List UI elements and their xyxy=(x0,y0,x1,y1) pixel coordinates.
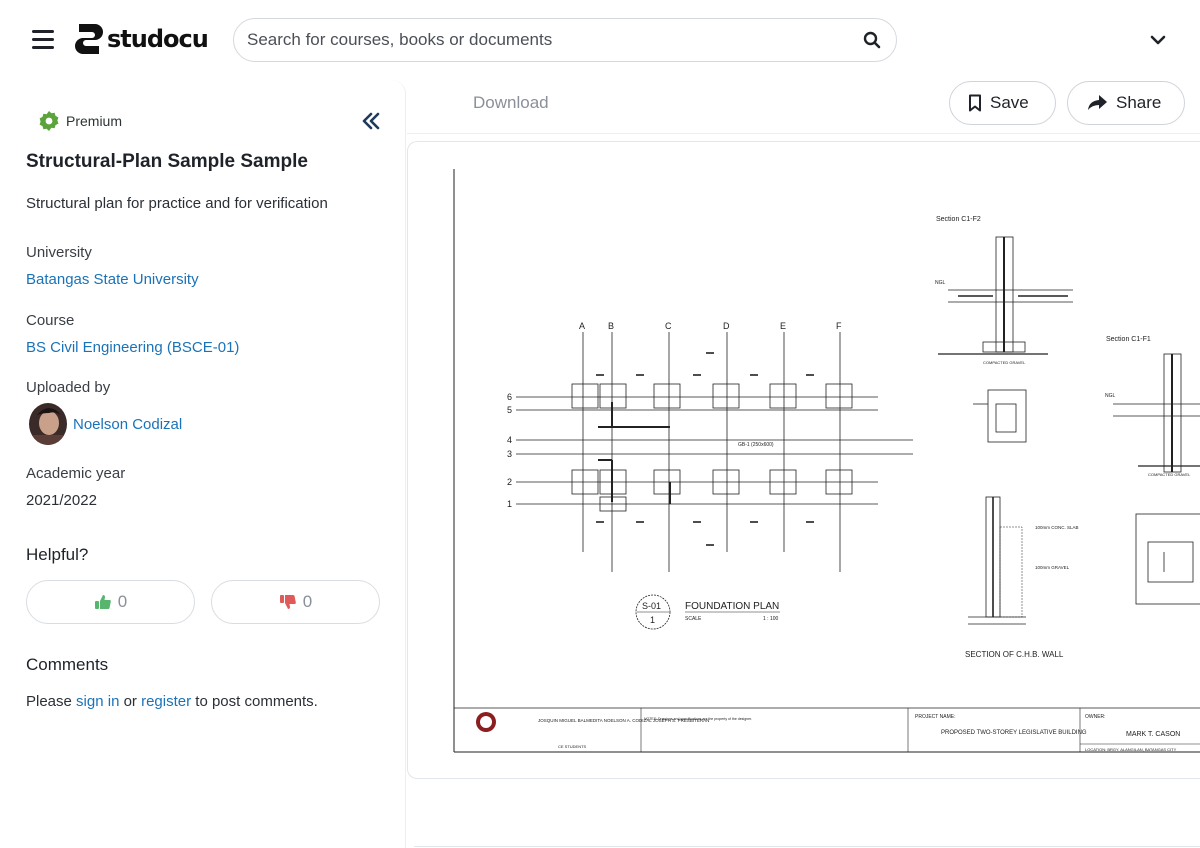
academic-year-value: 2021/2022 xyxy=(26,492,97,509)
save-label: Save xyxy=(990,93,1029,112)
document-page: A B C D E F 6 5 4 3 2 1 xyxy=(407,141,1200,779)
uploaded-by-label: Uploaded by xyxy=(26,379,111,396)
row-5-label: 5 xyxy=(507,405,512,415)
comments-or: or xyxy=(119,693,142,710)
design-team: JOSQUIN MIGUEL BALMEDITA NOELSON A. CODI… xyxy=(538,718,709,723)
col-c-label: C xyxy=(665,321,672,331)
comments-please: Please xyxy=(26,693,77,710)
share-button[interactable]: Share xyxy=(1067,81,1185,125)
project-name-label: PROJECT NAME: xyxy=(915,714,955,720)
column-detail xyxy=(973,389,1027,443)
foundation-plan-title: FOUNDATION PLAN xyxy=(685,601,779,612)
dimension-ticks xyxy=(596,352,814,546)
col-e-label: E xyxy=(780,321,786,331)
grid-column-labels: A B C D E F xyxy=(579,321,842,331)
top-navbar: studocu xyxy=(0,0,1200,80)
chb-wall-section: 100mm CONC. SLAB 100mm GRAVEL SECTION OF… xyxy=(965,496,1079,659)
page-separator xyxy=(414,846,1200,847)
share-icon xyxy=(1088,95,1107,110)
thumbs-down-icon xyxy=(279,595,296,609)
share-label: Share xyxy=(1116,93,1162,112)
owner-label: OWNER: xyxy=(1085,714,1106,720)
uploader-link[interactable]: Noelson Codizal xyxy=(73,416,183,433)
grid-columns xyxy=(582,332,841,572)
gravel-note: 100mm GRAVEL xyxy=(1035,565,1070,570)
document-toolbar: Download Save Share xyxy=(407,80,1200,134)
document-info-sidebar: Premium Structural-Plan Sample Sample St… xyxy=(0,80,406,848)
footings xyxy=(571,383,853,512)
ngl-label-f2: NGL xyxy=(935,280,946,286)
comments-heading: Comments xyxy=(26,655,109,674)
downvote-count: 0 xyxy=(302,592,313,611)
course-link[interactable]: BS Civil Engineering (BSCE-01) xyxy=(26,339,240,356)
search-bar[interactable] xyxy=(233,18,897,62)
downvote-button[interactable]: 0 xyxy=(211,580,380,624)
premium-icon xyxy=(39,111,59,131)
chevron-down-icon[interactable] xyxy=(1148,32,1168,48)
col-f-label: F xyxy=(836,321,842,331)
slab-note: 100mm CONC. SLAB xyxy=(1035,525,1079,530)
grid-rows xyxy=(516,396,913,505)
search-input[interactable] xyxy=(247,30,862,50)
document-title: Structural-Plan Sample Sample xyxy=(26,151,308,172)
upvote-count: 0 xyxy=(117,592,128,611)
col-a-label: A xyxy=(579,321,585,331)
slab-detail xyxy=(1135,513,1200,605)
row-4-label: 4 xyxy=(507,435,512,445)
studocu-logo[interactable]: studocu xyxy=(70,22,209,56)
bookmark-icon xyxy=(969,94,981,112)
scale-value: 1 : 100 xyxy=(763,616,779,622)
section-f2-label: Section C1-F2 xyxy=(936,216,981,223)
col-d-label: D xyxy=(723,321,730,331)
collapse-sidebar-icon[interactable] xyxy=(361,111,381,131)
studocu-logo-icon xyxy=(75,24,103,54)
chb-wall-title: SECTION OF C.H.B. WALL xyxy=(965,650,1064,659)
grid-row-labels: 6 5 4 3 2 1 xyxy=(507,392,512,509)
section-f1-label: Section C1-F1 xyxy=(1106,336,1151,343)
drawing-notes: NOTES: Drawings and specifications are t… xyxy=(644,717,752,721)
title-block: JOSQUIN MIGUEL BALMEDITA NOELSON A. CODI… xyxy=(476,708,1200,752)
helpful-heading: Helpful? xyxy=(26,545,89,564)
ngl-label-f1: NGL xyxy=(1105,393,1116,399)
section-c1-f2: Section C1-F2 NGL COMPACTED GRAVEL xyxy=(935,216,1073,365)
plan-title-block: S-01 1 FOUNDATION PLAN SCALE 1 : 100 xyxy=(635,594,780,630)
premium-badge: Premium xyxy=(38,110,122,132)
row-3-label: 3 xyxy=(507,449,512,459)
structural-drawing: A B C D E F 6 5 4 3 2 1 xyxy=(453,169,1200,753)
grade-beam-label: GB-1 (250x600) xyxy=(738,442,774,448)
sign-in-link[interactable]: sign in xyxy=(76,693,120,710)
location: LOCATION: BRGY. ALANGILAN, BATANGAS CITY xyxy=(1085,747,1177,752)
premium-label: Premium xyxy=(66,113,123,129)
project-name: PROPOSED TWO-STOREY LEGISLATIVE BUILDING xyxy=(941,730,1087,736)
compacted-gravel-f2: COMPACTED GRAVEL xyxy=(983,360,1026,365)
row-2-label: 2 xyxy=(507,477,512,487)
section-c1-f1: Section C1-F1 NGL COMPACTED GRAVEL xyxy=(1105,336,1200,477)
document-description: Structural plan for practice and for ver… xyxy=(26,195,328,212)
menu-icon[interactable] xyxy=(32,30,54,50)
scale-label: SCALE xyxy=(685,616,702,622)
uploader-avatar[interactable] xyxy=(29,403,67,445)
logo-text: studocu xyxy=(107,25,209,53)
thumbs-up-icon xyxy=(94,595,111,609)
col-b-label: B xyxy=(608,321,614,331)
save-button[interactable]: Save xyxy=(949,81,1056,125)
comments-tail: to post comments. xyxy=(191,693,318,710)
course-label: Course xyxy=(26,312,75,329)
download-button[interactable]: Download xyxy=(473,93,549,112)
compacted-gravel-f1: COMPACTED GRAVEL xyxy=(1148,472,1191,477)
owner-name: MARK T. CASON xyxy=(1126,731,1180,738)
register-link[interactable]: register xyxy=(141,693,192,710)
university-label: University xyxy=(26,244,92,261)
search-icon[interactable] xyxy=(862,30,882,50)
university-link[interactable]: Batangas State University xyxy=(26,271,199,288)
academic-year-label: Academic year xyxy=(26,465,126,482)
upvote-button[interactable]: 0 xyxy=(26,580,195,624)
comments-note: Please sign in or register to post comme… xyxy=(26,693,318,710)
row-6-label: 6 xyxy=(507,392,512,402)
grade-beams xyxy=(598,402,671,504)
team-role: CE STUDENTS xyxy=(558,744,587,749)
row-1-label: 1 xyxy=(507,499,512,509)
sheet-sequence: 1 xyxy=(650,615,655,625)
sheet-number: S-01 xyxy=(642,601,661,611)
